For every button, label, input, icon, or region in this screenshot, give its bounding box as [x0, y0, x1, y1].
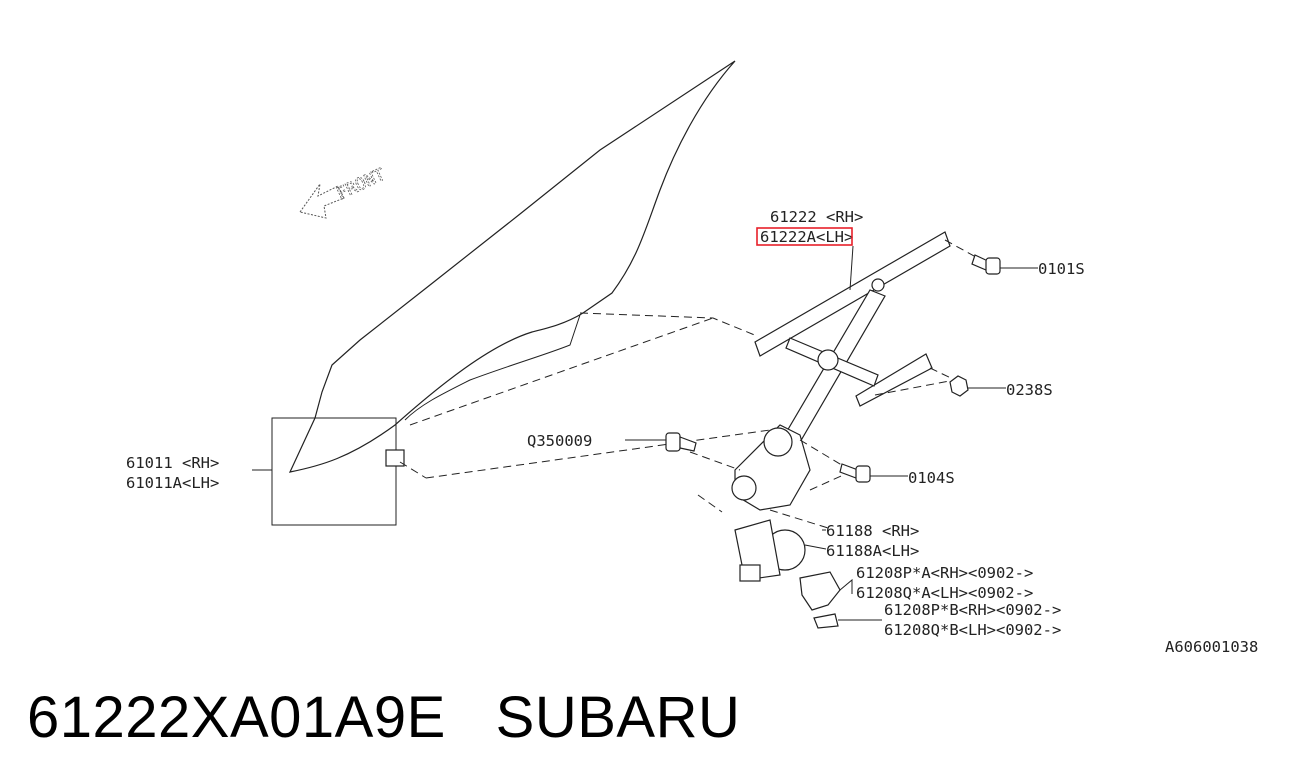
part-number: 61222XA01A9E	[27, 685, 446, 750]
highlight-box-61222a	[756, 227, 853, 246]
callout-61188a-lh: 61188A<LH>	[826, 542, 919, 560]
front-label: FRONT	[334, 165, 389, 205]
callout-61208qa: 61208Q*A<LH><0902->	[856, 584, 1033, 602]
bolt-0104s-icon	[839, 463, 871, 483]
brand-name: SUBARU	[495, 685, 741, 750]
regulator-assembly	[731, 231, 951, 511]
callout-61222a-lh: 61222A<LH>	[760, 228, 853, 246]
callout-0101s: 0101S	[1038, 260, 1085, 278]
front-arrow-icon	[299, 183, 345, 219]
callout-61208qb: 61208Q*B<LH><0902->	[884, 621, 1061, 639]
callout-q350009: Q350009	[527, 432, 592, 450]
glass-clip	[385, 449, 405, 467]
callout-61188-rh: 61188 <RH>	[826, 522, 919, 540]
part-number-heading: 61222XA01A9E SUBARU	[27, 684, 740, 751]
drawing-id: A606001038	[1165, 638, 1258, 656]
glass-lower-edge	[404, 314, 581, 421]
callout-61208pb: 61208P*B<RH><0902->	[884, 601, 1061, 619]
bolt-q350009-icon	[665, 432, 697, 452]
callout-61011a-lh: 61011A<LH>	[126, 474, 219, 492]
window-motor	[734, 519, 806, 582]
callout-61011-rh: 61011 <RH>	[126, 454, 219, 472]
nut-0238s-icon	[949, 375, 969, 397]
bracket-a	[799, 571, 841, 611]
bracket-b	[813, 613, 839, 629]
callout-61222-rh: 61222 <RH>	[770, 208, 863, 226]
callout-0104s: 0104S	[908, 469, 955, 487]
bolt-0101s-icon	[971, 254, 1001, 275]
callout-61208pa: 61208P*A<RH><0902->	[856, 564, 1033, 582]
door-glass-outline	[288, 60, 736, 473]
callout-0238s: 0238S	[1006, 381, 1053, 399]
